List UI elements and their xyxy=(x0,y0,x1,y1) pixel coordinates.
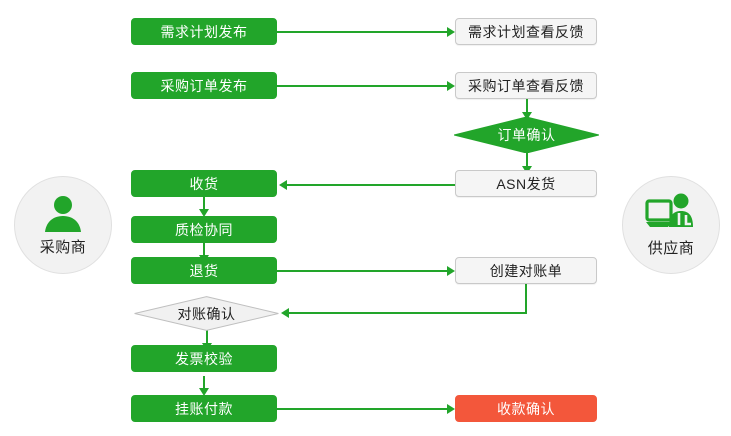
edge-n10-n11-arrowhead xyxy=(281,308,289,318)
node-purchase-order-publish[interactable]: 采购订单发布 xyxy=(131,72,277,99)
edge-n12-n13-arrowhead xyxy=(199,388,209,396)
actor-buyer-label: 采购商 xyxy=(39,238,87,256)
edge-n12-n13 xyxy=(203,376,205,390)
node-return-goods[interactable]: 退货 xyxy=(131,257,277,284)
edge-n1-n2 xyxy=(277,31,447,33)
node-purchase-order-view-feedback[interactable]: 采购订单查看反馈 xyxy=(455,72,597,99)
edge-n11-n12 xyxy=(206,330,208,345)
node-invoice-verification[interactable]: 发票校验 xyxy=(131,345,277,372)
node-receive-goods[interactable]: 收货 xyxy=(131,170,277,197)
node-order-confirm[interactable]: 订单确认 xyxy=(454,117,599,153)
edge-n13-n14-arrowhead xyxy=(447,404,455,414)
edge-n5-n6 xyxy=(526,152,528,169)
edge-n4-n5-arrowhead xyxy=(522,112,532,120)
edge-n7-n8 xyxy=(203,197,205,211)
actor-buyer[interactable]: 采购商 xyxy=(14,176,112,274)
edge-n3-n4 xyxy=(277,85,447,87)
node-asn-shipment[interactable]: ASN发货 xyxy=(455,170,597,197)
edge-n9-n10-arrowhead xyxy=(447,266,455,276)
node-quality-inspection-collab[interactable]: 质检协同 xyxy=(131,216,277,243)
edge-n3-n4-arrowhead xyxy=(447,81,455,91)
edge-n1-n2-arrowhead xyxy=(447,27,455,37)
person-at-computer-icon xyxy=(645,193,697,235)
edge-n10-n11-h xyxy=(289,312,527,314)
node-order-confirm-label: 订单确认 xyxy=(497,127,556,143)
node-demand-plan-publish[interactable]: 需求计划发布 xyxy=(131,18,277,45)
node-payable-payment[interactable]: 挂账付款 xyxy=(131,395,277,422)
actor-supplier-label: 供应商 xyxy=(647,239,695,257)
person-icon xyxy=(42,194,84,234)
edge-n8-n9 xyxy=(203,243,205,257)
node-reconciliation-confirm-label: 对账确认 xyxy=(177,305,236,322)
actor-supplier[interactable]: 供应商 xyxy=(622,176,720,274)
node-reconciliation-confirm[interactable]: 对账确认 xyxy=(134,296,279,331)
edge-n4-n5 xyxy=(526,99,528,115)
node-payment-receipt-confirm[interactable]: 收款确认 xyxy=(455,395,597,422)
edge-n10-n11-v xyxy=(525,284,527,314)
edge-n6-n7-arrowhead xyxy=(279,180,287,190)
edge-n7-n8-arrowhead xyxy=(199,209,209,217)
edge-n6-n7 xyxy=(287,184,455,186)
node-create-reconciliation-statement[interactable]: 创建对账单 xyxy=(455,257,597,284)
edge-n13-n14 xyxy=(277,408,447,410)
node-demand-plan-view-feedback[interactable]: 需求计划查看反馈 xyxy=(455,18,597,45)
edge-n9-n10 xyxy=(277,270,447,272)
